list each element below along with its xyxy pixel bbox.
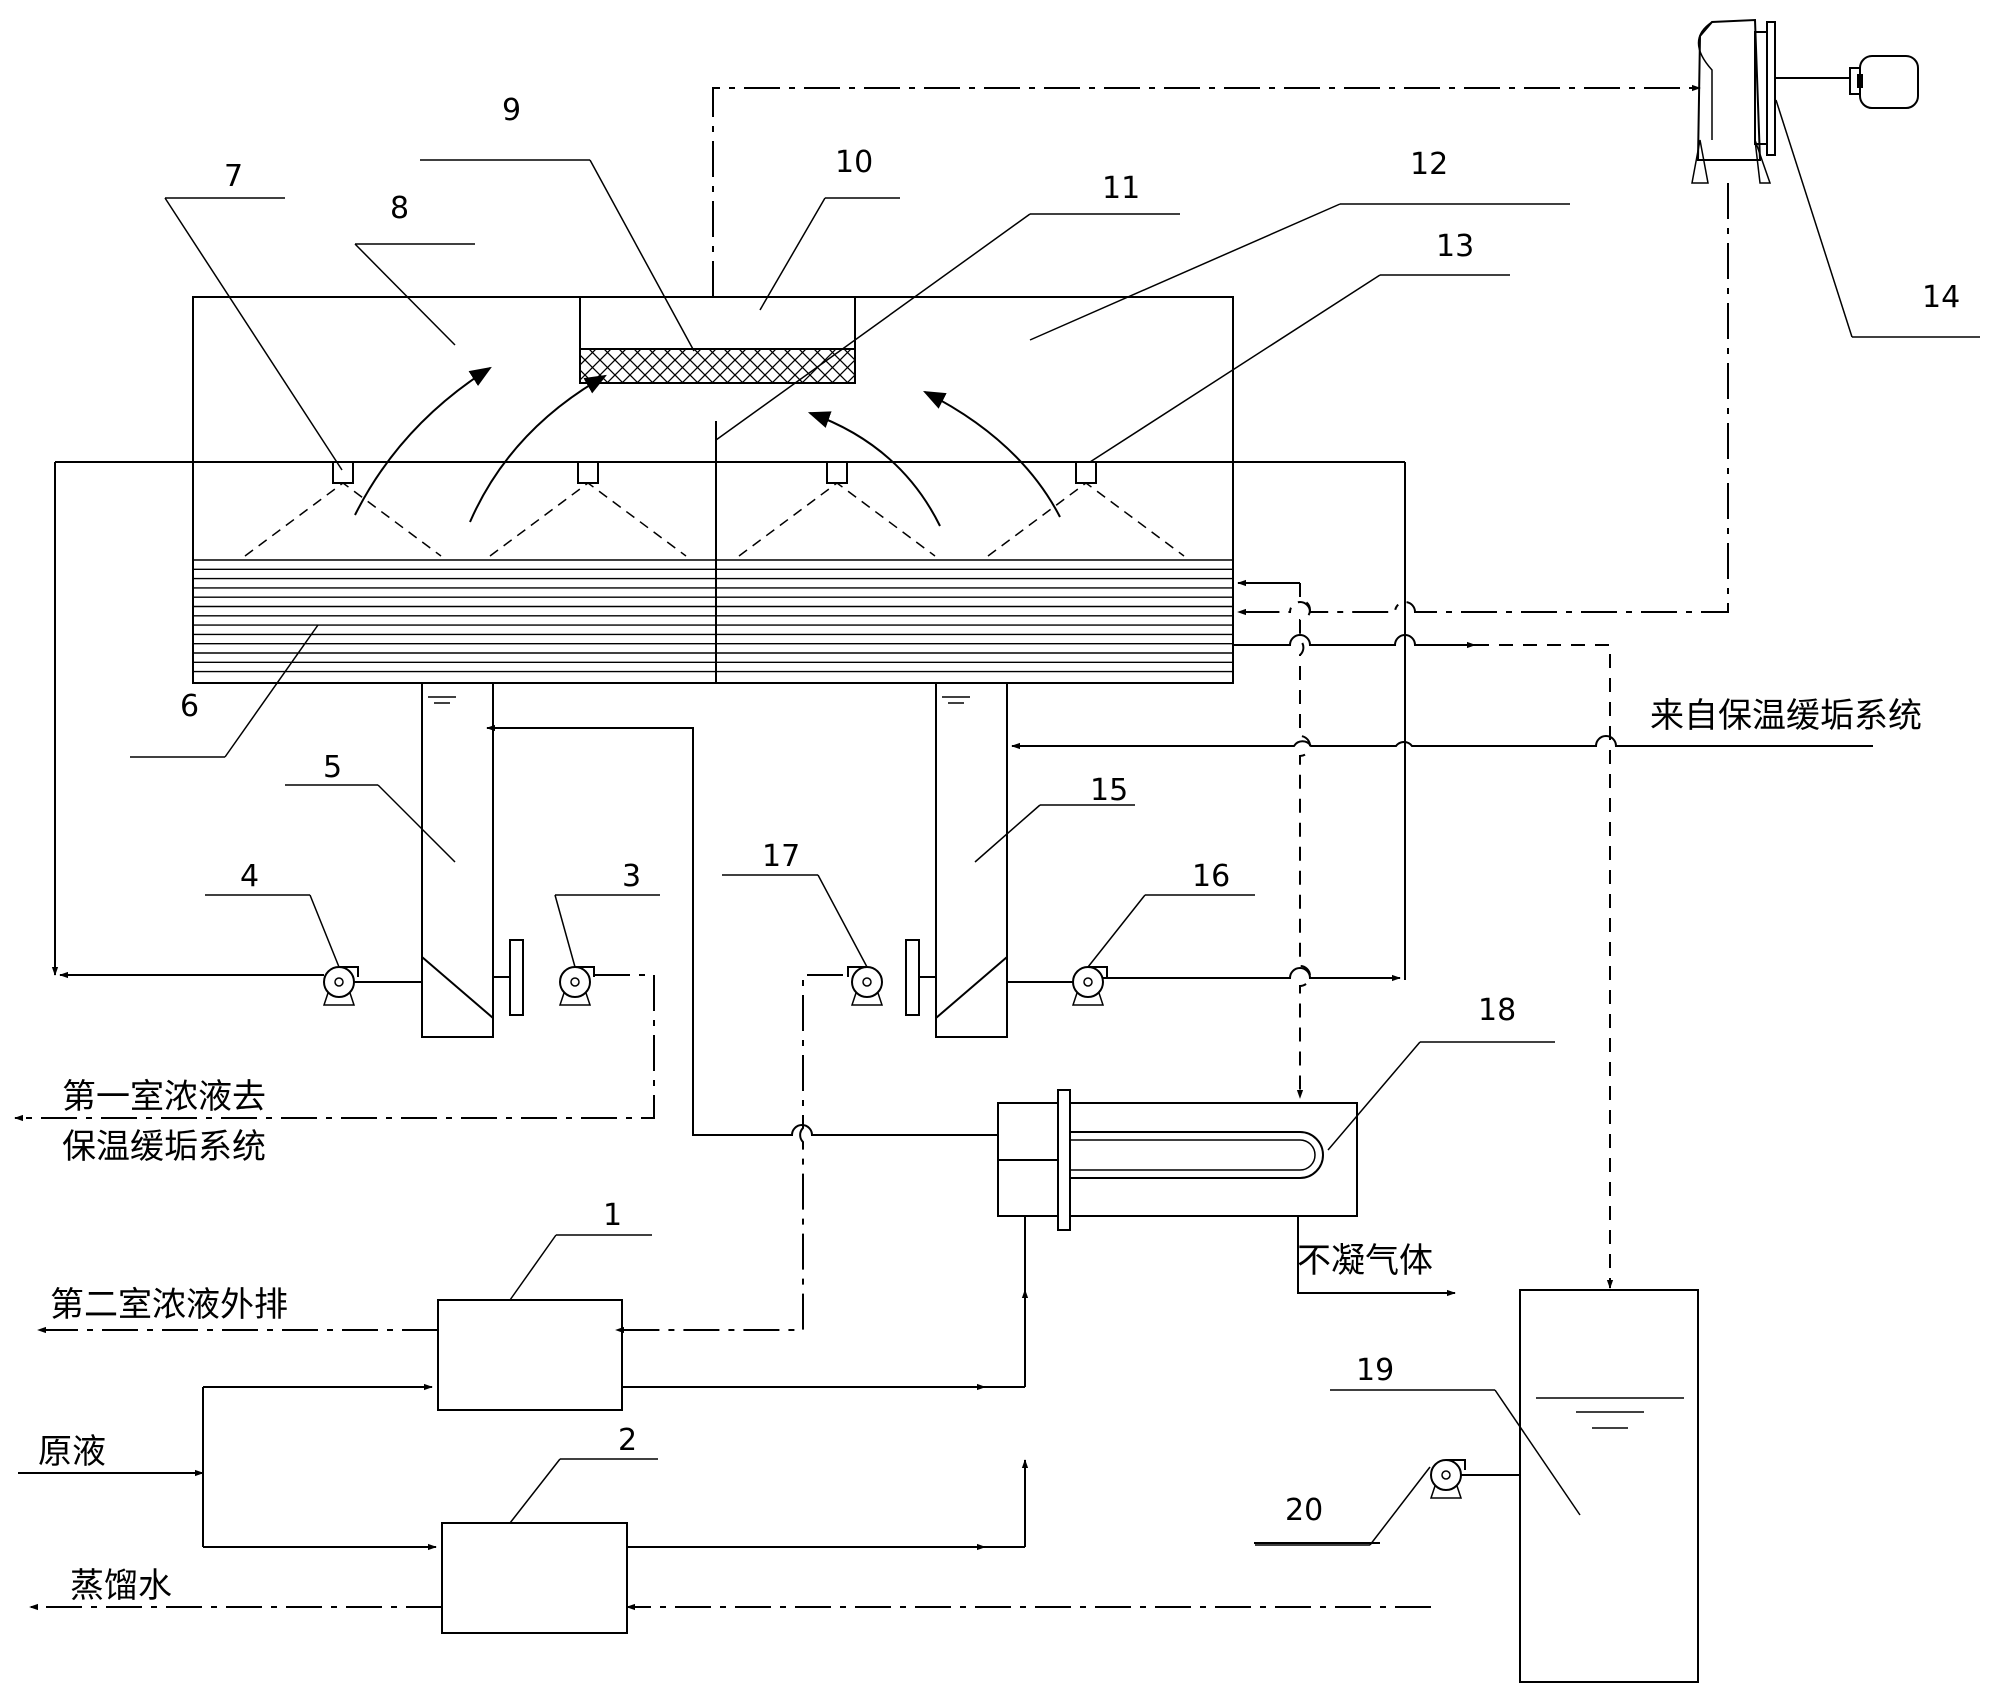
pump-16 xyxy=(1071,966,1108,1006)
distilled-water-label: 蒸馏水 xyxy=(70,1566,172,1606)
water-tank-19 xyxy=(1519,1289,1699,1683)
heat-exchanger-18 xyxy=(997,1089,1358,1231)
chamber-5 xyxy=(421,683,524,1038)
pump-17 xyxy=(847,966,884,1006)
preheater-1 xyxy=(437,1299,623,1411)
label-14: 14 xyxy=(1922,280,1960,315)
pump-4 xyxy=(322,966,359,1006)
label-2: 2 xyxy=(618,1423,637,1458)
flow-text-labels: 来自保温缓垢系统 第一室浓液去 保温缓垢系统 不凝气体 第二室浓液外排 原液 蒸… xyxy=(38,696,1922,1606)
label-10: 10 xyxy=(835,145,873,180)
label-7: 7 xyxy=(224,159,243,194)
label-12: 12 xyxy=(1410,147,1448,182)
label-8: 8 xyxy=(390,191,409,226)
spray-nozzles xyxy=(244,461,1185,557)
raw-liquid-label: 原液 xyxy=(38,1432,106,1472)
label-5: 5 xyxy=(323,750,342,785)
chamber2-discharge-label: 第二室浓液外排 xyxy=(50,1285,288,1325)
preheater-2 xyxy=(441,1522,628,1634)
label-9: 9 xyxy=(502,93,521,128)
chamber1-concentrate-label-line2: 保温缓垢系统 xyxy=(62,1127,266,1167)
demister-mesh xyxy=(579,348,856,384)
chamber-15 xyxy=(905,683,1008,1038)
compressor-14 xyxy=(1691,18,1919,184)
label-13: 13 xyxy=(1436,229,1474,264)
label-1: 1 xyxy=(603,1198,622,1233)
label-16: 16 xyxy=(1192,859,1230,894)
tube-bundle xyxy=(193,559,1233,673)
label-18: 18 xyxy=(1478,993,1516,1028)
component-numbers: 7 8 9 10 11 12 13 14 6 5 15 4 3 17 16 18… xyxy=(180,93,1960,1528)
label-3: 3 xyxy=(622,859,641,894)
label-15: 15 xyxy=(1090,773,1128,808)
chamber1-concentrate-label-line1: 第一室浓液去 xyxy=(62,1077,266,1117)
label-17: 17 xyxy=(762,839,800,874)
vapour-flow-arrows xyxy=(354,366,1061,527)
label-20: 20 xyxy=(1285,1493,1323,1528)
label-4: 4 xyxy=(240,859,259,894)
vapour-and-discharge-lines xyxy=(14,84,1701,1611)
label-11: 11 xyxy=(1102,171,1140,206)
liquid-pipes xyxy=(18,183,1873,1551)
from-insulation-label: 来自保温缓垢系统 xyxy=(1650,696,1922,736)
leader-lines xyxy=(130,99,1980,1546)
label-19: 19 xyxy=(1356,1353,1394,1388)
pump-3 xyxy=(558,966,595,1006)
noncondensable-gas-label: 不凝气体 xyxy=(1297,1241,1433,1281)
pump-20 xyxy=(1429,1459,1466,1499)
label-6: 6 xyxy=(180,689,199,724)
